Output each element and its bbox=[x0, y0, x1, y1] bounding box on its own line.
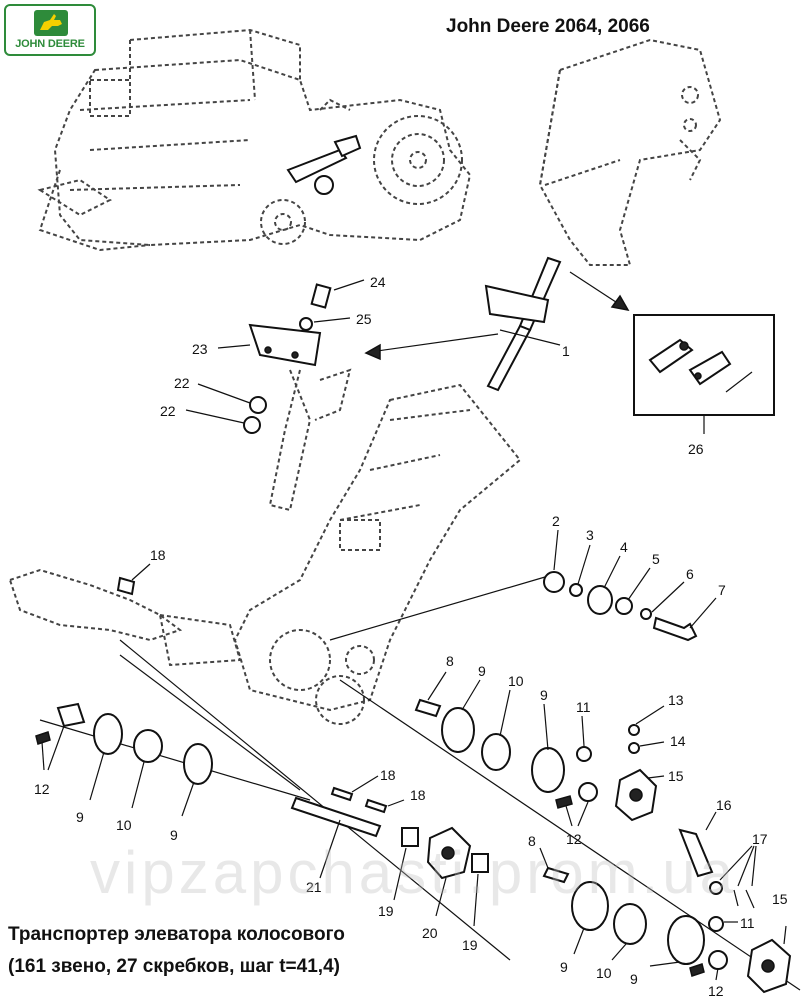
callout-12-left: 12 bbox=[34, 781, 50, 797]
callout-12-bottom: 12 bbox=[708, 983, 724, 999]
callout-15-top: 15 bbox=[668, 768, 684, 784]
callout-15-bottom: 15 bbox=[772, 891, 788, 907]
john-deere-logo: JOHN DEERE bbox=[4, 4, 96, 56]
callout-19-right: 19 bbox=[462, 937, 478, 953]
callout-22-bottom: 22 bbox=[160, 403, 176, 419]
connector-link-inset: 26 bbox=[633, 314, 775, 457]
callout-9-left-b: 9 bbox=[170, 827, 178, 843]
logo-brand-text: JOHN DEERE bbox=[15, 38, 85, 50]
chain-with-scraper: 1 bbox=[484, 256, 570, 392]
upper-hardware: 2 3 4 5 6 7 bbox=[543, 513, 726, 642]
callout-12-mid: 12 bbox=[566, 831, 582, 847]
callout-9-left-a: 9 bbox=[76, 809, 84, 825]
callout-11-top: 11 bbox=[576, 699, 591, 715]
deer-logo-icon bbox=[34, 10, 68, 36]
callout-5: 5 bbox=[652, 551, 660, 567]
callout-2: 2 bbox=[552, 513, 560, 529]
pointer-arrows bbox=[364, 271, 630, 361]
callout-18-mid-a: 18 bbox=[380, 767, 396, 783]
callout-10-top: 10 bbox=[508, 673, 524, 689]
left-drive-set: 12 9 10 9 bbox=[34, 702, 213, 843]
lower-drive-set: 8 9 10 9 11 15 12 bbox=[528, 833, 792, 999]
callout-14: 14 bbox=[670, 733, 686, 749]
chain-segment-and-pins: 16 17 bbox=[678, 797, 768, 909]
callout-8-bottom: 8 bbox=[528, 833, 536, 849]
combine-silhouette bbox=[37, 28, 472, 252]
callout-18-mid-b: 18 bbox=[410, 787, 426, 803]
callout-9-bottom-a: 9 bbox=[560, 959, 568, 975]
callout-1: 1 bbox=[562, 343, 570, 359]
middle-drive-set: 8 9 10 9 11 13 14 15 12 bbox=[414, 653, 686, 847]
callout-24: 24 bbox=[370, 274, 386, 290]
callout-4: 4 bbox=[620, 539, 628, 555]
callout-6: 6 bbox=[686, 566, 694, 582]
callout-18-left: 18 bbox=[150, 547, 166, 563]
scraper-assembly: 24 25 23 22 22 bbox=[160, 274, 386, 512]
callout-9-bottom-b: 9 bbox=[630, 971, 638, 987]
callout-10-left: 10 bbox=[116, 817, 132, 833]
watermark: vipzapchasti.prom.ua bbox=[90, 839, 737, 906]
shaft-assembly: 18 18 18 21 19 20 19 bbox=[116, 547, 489, 953]
callout-23: 23 bbox=[192, 341, 208, 357]
callout-7: 7 bbox=[718, 582, 726, 598]
callout-8-top: 8 bbox=[446, 653, 454, 669]
callout-22-top: 22 bbox=[174, 375, 190, 391]
callout-9-top-b: 9 bbox=[540, 687, 548, 703]
callout-19-left: 19 bbox=[378, 903, 394, 919]
callout-16: 16 bbox=[716, 797, 732, 813]
callout-10-bottom: 10 bbox=[596, 965, 612, 981]
callout-13: 13 bbox=[668, 692, 684, 708]
callout-20: 20 bbox=[422, 925, 438, 941]
callout-26: 26 bbox=[688, 441, 704, 457]
caption-line-2: (161 звено, 27 скребков, шаг t=41,4) bbox=[8, 956, 340, 977]
callout-21: 21 bbox=[306, 879, 322, 895]
callout-9-top-a: 9 bbox=[478, 663, 486, 679]
callout-25: 25 bbox=[356, 311, 372, 327]
axis-lines bbox=[39, 576, 801, 991]
elevator-body bbox=[8, 383, 522, 725]
callout-3: 3 bbox=[586, 527, 594, 543]
callout-17: 17 bbox=[752, 831, 768, 847]
callout-11-bottom: 11 bbox=[740, 915, 755, 931]
elevator-housing-top bbox=[538, 38, 722, 266]
diagram-title: John Deere 2064, 2066 bbox=[446, 16, 650, 37]
caption-line-1: Транспортер элеватора колосового bbox=[8, 924, 345, 945]
